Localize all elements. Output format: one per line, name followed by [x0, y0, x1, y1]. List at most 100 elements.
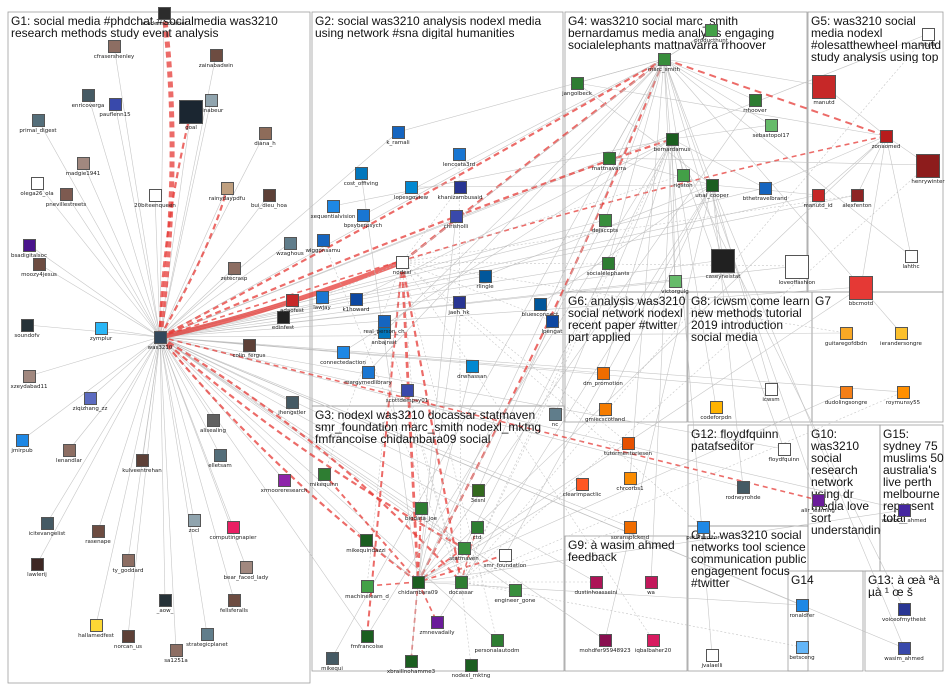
node-cityfa[interactable]: cityfa [868, 28, 950, 48]
node-engineer-gone[interactable]: engineer_gone [455, 584, 575, 604]
node-jangolbeck[interactable]: jangolbeck [517, 77, 637, 97]
node-wa[interactable]: wa [591, 576, 711, 596]
node-bbcmotd[interactable]: bbcmotd [801, 276, 921, 307]
node-henrywinter[interactable]: henrywinter [868, 154, 950, 185]
node-avatar [534, 298, 547, 311]
node-patafseditor[interactable]: patafseditor [643, 521, 763, 541]
node-scottdempsy01[interactable]: scottdempsy01 [347, 384, 467, 404]
node-margymedlibrary[interactable]: margymedlibrary [308, 366, 428, 386]
node-personalautodm[interactable]: personalautodm [437, 634, 557, 654]
node-producthunt[interactable]: producthunt [651, 24, 771, 44]
node-sa1251a[interactable]: sa1251a [116, 644, 236, 664]
node-label: nodexl_mktng [411, 673, 531, 679]
node-jhengstler[interactable]: jhengstler [232, 396, 352, 416]
node-zymplur[interactable]: zymplur [41, 322, 161, 342]
node-avatar [337, 346, 350, 359]
node-lawjay[interactable]: lawjay [262, 291, 382, 311]
node-label: wasim___ahmed [844, 518, 950, 524]
node-avatar [122, 630, 135, 643]
node-connectedaction[interactable]: connectedaction [283, 346, 403, 366]
node-alexfenton[interactable]: alexfenton [797, 189, 917, 209]
node-avatar [63, 444, 76, 457]
node-label: moozy4jesus [0, 272, 99, 278]
node-drwhassan[interactable]: drwhassan [412, 360, 532, 380]
node-avatar [466, 360, 479, 373]
node-computingnapier[interactable]: computingnapier [173, 521, 293, 541]
node-avatar [32, 114, 45, 127]
node-manutd[interactable]: manutd [764, 75, 884, 106]
node-avatar [499, 549, 512, 562]
node-label: rasenape [38, 539, 158, 545]
node-smr-foundation[interactable]: smr_foundation [445, 549, 565, 569]
node-lencosta3rd[interactable]: lencosta3rd [399, 148, 519, 168]
node-avatar [149, 189, 162, 202]
node-roymunsy55[interactable]: roymunsy55 [843, 386, 950, 406]
node-k-ramali[interactable]: k_ramali [338, 126, 458, 146]
node-mikequinn[interactable]: mikequinn [264, 468, 384, 488]
node-ziqizhang-zz[interactable]: ziqizhang_zz [30, 392, 150, 412]
node-tutormentoriesen[interactable]: tutormentoriesen [568, 437, 688, 457]
node-khanizambusaid[interactable]: khanizambusaid [400, 181, 520, 201]
node-avatar [450, 210, 463, 223]
node-clearimpactlic[interactable]: clearimpactlic [522, 478, 642, 498]
node-label: drwhassan [412, 374, 532, 380]
node-elletsam[interactable]: elletsam [160, 449, 280, 469]
node-floydfquinn[interactable]: floydfquinn [724, 443, 844, 463]
node-zetecrasp[interactable]: zetecrasp [174, 262, 294, 282]
node-marc-smith[interactable]: marc_smith [604, 53, 724, 73]
node-label: chrisholli [396, 224, 516, 230]
node-voiceofmytheist[interactable]: voiceofmytheist [844, 603, 950, 623]
node-bear-faced-lady[interactable]: bear_faced_lady [186, 561, 306, 581]
node-primal-digest[interactable]: primal_digest [0, 114, 98, 134]
node-avatar [647, 634, 660, 647]
node-label: henrywinter [868, 179, 950, 185]
node-avatar [361, 630, 374, 643]
node-lpengat[interactable]: lpengat [492, 315, 612, 335]
node-nodexl-mktng[interactable]: nodexl_mktng [411, 659, 531, 679]
node-label: alisealing [153, 428, 273, 434]
node-label: clearimpactlic [522, 492, 642, 498]
node-avatar [491, 634, 504, 647]
node-gmiecscotland[interactable]: gmiecscotland [545, 403, 665, 423]
node-avatar [812, 494, 825, 507]
node-dm-promotion[interactable]: dm_promotion [543, 367, 663, 387]
node-codeforpdn[interactable]: codeforpdn [656, 401, 776, 421]
node-avatar [159, 594, 172, 607]
node-bsadigitalsoc[interactable]: bsadigitalsoc [0, 239, 89, 259]
node-xzeydabad11[interactable]: xzeydabad11 [0, 370, 89, 390]
node-sebastopol17[interactable]: sebastopol17 [711, 119, 831, 139]
node-avatar [509, 584, 522, 597]
node-ierandersongre[interactable]: ierandersongre [841, 327, 950, 347]
node-wasim---ahmed[interactable]: wasim___ahmed [844, 504, 950, 524]
node-zainabadwin[interactable]: zainabadwin [156, 49, 276, 69]
node-rlingle[interactable]: rlingle [425, 270, 545, 290]
node-ctd[interactable]: ctd [417, 521, 537, 541]
node-real-person-ch[interactable]: real_person_ch [324, 315, 444, 335]
node-moozy4jesus[interactable]: moozy4jesus [0, 258, 99, 278]
node-label: ziqizhang_zz [30, 406, 150, 412]
node-label: lahthc [851, 264, 950, 270]
node-diana-h[interactable]: diana_h [205, 127, 325, 147]
node-socialelephants[interactable]: socialelephants [548, 257, 668, 277]
node-avatar [158, 7, 171, 20]
node-alisealing[interactable]: alisealing [153, 414, 273, 434]
node-zmnevadaily[interactable]: zmnevadaily [377, 616, 497, 636]
node-avatar [546, 315, 559, 328]
node-wasim-ahmed[interactable]: wasim_ahmed [844, 642, 950, 662]
node-academicchatter[interactable]: academicchatter [104, 7, 224, 27]
node-madgie1941[interactable]: madgie1941 [23, 157, 143, 177]
node-avatar [21, 319, 34, 332]
node-3esnl[interactable]: 3esnl [418, 484, 538, 504]
node-lahthc[interactable]: lahthc [851, 250, 950, 270]
node-chrisholli[interactable]: chrisholli [396, 210, 516, 230]
node-zonaomed[interactable]: zonaomed [826, 130, 946, 150]
node-label: jangolbeck [517, 91, 637, 97]
node-avatar [360, 534, 373, 547]
node-ty-goddard[interactable]: ty_goddard [68, 554, 188, 574]
node-fellsferalls[interactable]: fellsferalls [174, 594, 294, 614]
node-dejaccpts[interactable]: dejaccpts [545, 214, 665, 234]
node-bigdata-joe[interactable]: bigdata_joe [361, 502, 481, 522]
node-wiggonsamu[interactable]: wiggonsamu [263, 234, 383, 254]
node-avatar [658, 53, 671, 66]
node-avatar [898, 603, 911, 616]
